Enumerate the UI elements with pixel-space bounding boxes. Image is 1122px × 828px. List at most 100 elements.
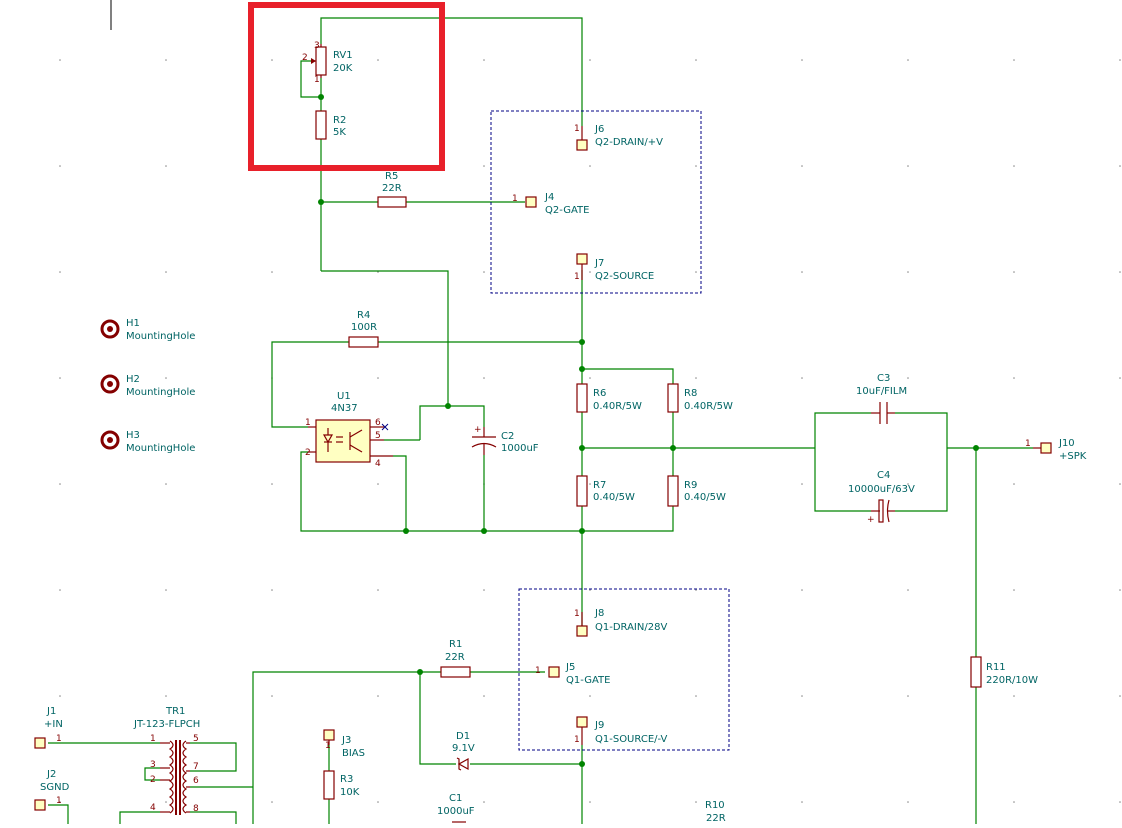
j4-connector[interactable]: 1 J4 Q2-GATE xyxy=(512,192,589,216)
r7-resistor[interactable]: R7 0.40/5W xyxy=(576,475,635,507)
grid-dot xyxy=(907,589,909,591)
grid-dot xyxy=(695,165,697,167)
c1-capacitor[interactable]: C1 1000uF xyxy=(437,793,475,823)
wires xyxy=(48,17,1033,824)
c4-value: 10000uF/63V xyxy=(848,484,915,495)
r1-value: 22R xyxy=(445,652,465,663)
c3-capacitor[interactable]: C3 10uF/FILM xyxy=(856,373,907,424)
r1-resistor[interactable]: R1 22R xyxy=(440,639,471,678)
grid-dot xyxy=(695,589,697,591)
u1-pin: 6 xyxy=(375,418,381,428)
j7-connector[interactable]: 1 J7 Q2-SOURCE xyxy=(574,253,654,282)
grid-dot xyxy=(907,483,909,485)
grid-dot xyxy=(483,589,485,591)
r5-value: 22R xyxy=(382,183,402,194)
j4-value: Q2-GATE xyxy=(545,205,589,216)
grid-dot xyxy=(1013,695,1015,697)
tr1-pin: 6 xyxy=(193,776,199,786)
j10-connector[interactable]: 1 J10 +SPK xyxy=(1025,438,1087,462)
r5-resistor[interactable]: R5 22R xyxy=(377,171,407,208)
tr1-transformer[interactable]: 1 3 2 4 5 7 6 8 TR1 JT-123-FLPCH xyxy=(133,706,200,815)
r11-resistor[interactable]: R11 220R/10W xyxy=(970,656,1038,688)
r10-resistor[interactable]: R10 22R xyxy=(705,800,726,824)
grid-dot xyxy=(801,801,803,803)
grid-dot xyxy=(801,59,803,61)
r10-ref: R10 xyxy=(705,800,725,811)
r9-resistor[interactable]: R9 0.40/5W xyxy=(667,475,726,507)
h1-mounting-hole: H1 MountingHole xyxy=(100,318,195,342)
grid-dot xyxy=(165,589,167,591)
j1-connector[interactable]: 1 J1 +IN xyxy=(34,706,63,749)
tr1-pin: 8 xyxy=(193,804,199,814)
j3-connector[interactable]: 1 J3 BIAS xyxy=(323,729,365,759)
grid-dot xyxy=(1119,695,1121,697)
r5-ref: R5 xyxy=(385,171,398,182)
j4-pin: 1 xyxy=(512,194,518,204)
j6-value: Q2-DRAIN/+V xyxy=(595,137,663,148)
grid-dot xyxy=(589,695,591,697)
rv1-potentiometer[interactable]: 2 3 1 RV1 20K xyxy=(302,41,353,85)
j5-pin: 1 xyxy=(535,666,541,676)
grid-dot xyxy=(1119,165,1121,167)
c4-capacitor[interactable]: + C4 10000uF/63V xyxy=(848,470,915,525)
d1-value: 9.1V xyxy=(452,743,475,754)
grid-dot xyxy=(377,801,379,803)
grid-dot xyxy=(59,483,61,485)
grid-dot xyxy=(907,695,909,697)
c2-value: 1000uF xyxy=(501,443,539,454)
r7-ref: R7 xyxy=(593,480,606,491)
j3-pin: 1 xyxy=(325,741,331,751)
j6-ref: J6 xyxy=(594,124,604,135)
j9-connector[interactable]: 1 J9 Q1-SOURCE/-V xyxy=(574,716,668,745)
u1-pin: 5 xyxy=(375,431,381,441)
j9-value: Q1-SOURCE/-V xyxy=(595,734,668,745)
tr1-value: JT-123-FLPCH xyxy=(133,719,200,730)
rv1-pin: 1 xyxy=(314,75,320,85)
r8-resistor[interactable]: R8 0.40R/5W xyxy=(667,383,733,413)
h2-ref: H2 xyxy=(126,374,140,385)
grid-dot xyxy=(695,59,697,61)
grid-dot xyxy=(1013,589,1015,591)
grid-dot xyxy=(589,801,591,803)
r8-ref: R8 xyxy=(684,388,697,399)
r6-resistor[interactable]: R6 0.40R/5W xyxy=(576,383,642,413)
u1-optocoupler[interactable]: 1 2 6 5 4 U1 4N37 xyxy=(305,391,393,469)
c2-ref: C2 xyxy=(501,431,514,442)
grid-dot xyxy=(271,59,273,61)
d1-ref: D1 xyxy=(456,731,470,742)
grid-dot xyxy=(695,801,697,803)
j5-connector[interactable]: 1 J5 Q1-GATE xyxy=(535,662,610,686)
u1-ref: U1 xyxy=(337,391,351,402)
j2-connector[interactable]: 1 J2 SGND xyxy=(34,769,70,811)
r3-resistor[interactable]: R3 10K xyxy=(323,770,360,800)
grid-dot xyxy=(59,801,61,803)
r7-value: 0.40/5W xyxy=(593,492,635,503)
j5-value: Q1-GATE xyxy=(566,675,610,686)
j8-connector[interactable]: 1 J8 Q1-DRAIN/28V xyxy=(574,608,667,637)
u1-pin: 1 xyxy=(305,418,311,428)
r4-resistor[interactable]: R4 100R xyxy=(348,310,379,348)
grid-dot xyxy=(483,271,485,273)
grid-dot xyxy=(907,801,909,803)
c1-value: 1000uF xyxy=(437,806,475,817)
grid-dot xyxy=(1119,59,1121,61)
grid-dot xyxy=(59,271,61,273)
j6-pin: 1 xyxy=(574,124,580,134)
grid-dot xyxy=(1013,483,1015,485)
highlight-box xyxy=(248,2,445,171)
grid-dot xyxy=(801,377,803,379)
r2-resistor[interactable]: R2 5K xyxy=(315,110,346,140)
d1-zener-diode[interactable]: D1 9.1V xyxy=(452,731,475,771)
h1-value: MountingHole xyxy=(126,331,195,342)
j10-pin: 1 xyxy=(1025,439,1031,449)
j7-ref: J7 xyxy=(594,258,604,269)
j9-ref: J9 xyxy=(594,720,604,731)
j7-pin: 1 xyxy=(574,272,580,282)
c2-capacitor[interactable]: + C2 1000uF xyxy=(471,425,539,455)
rv1-pin: 2 xyxy=(302,53,308,63)
grid-dot xyxy=(165,59,167,61)
j6-connector[interactable]: 1 J6 Q2-DRAIN/+V xyxy=(574,124,663,151)
grid-dot xyxy=(271,695,273,697)
